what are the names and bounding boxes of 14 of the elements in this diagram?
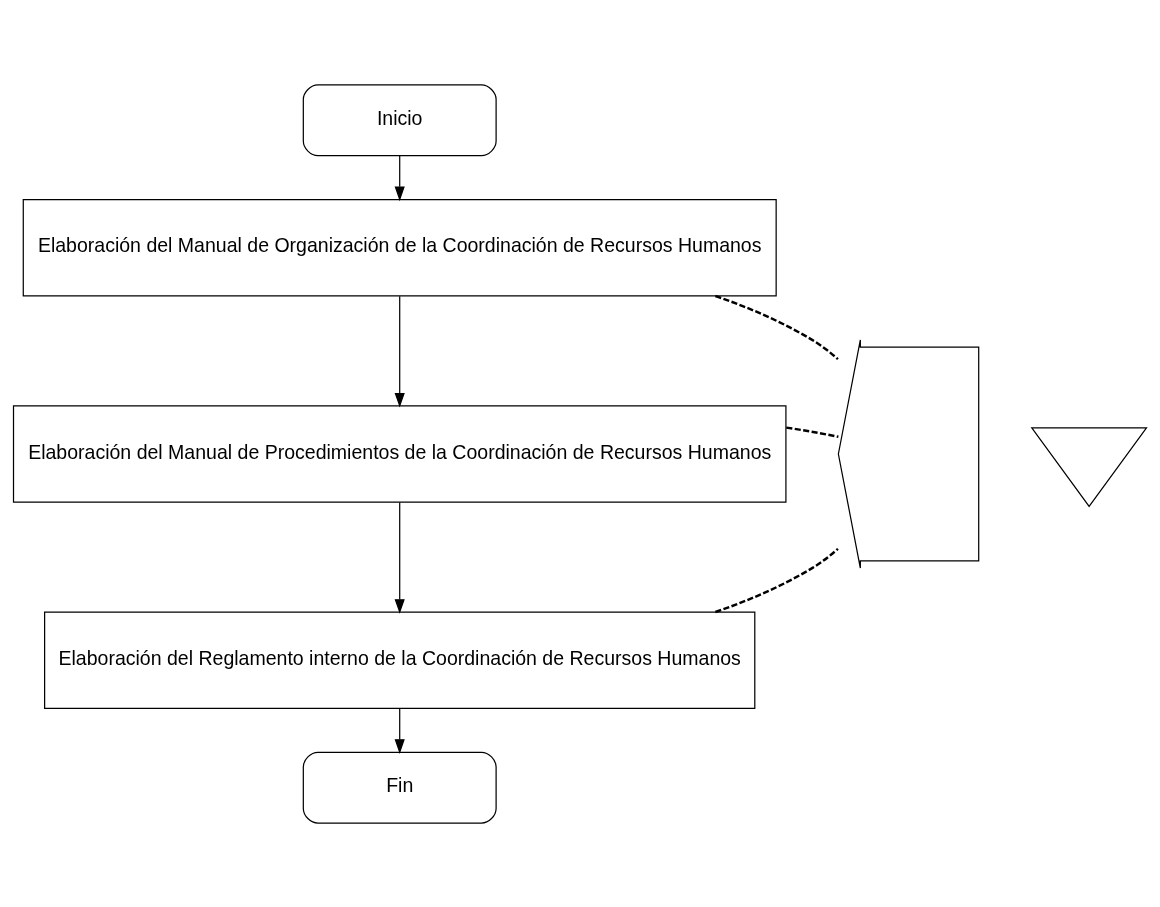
- connector: [714, 547, 839, 613]
- arrow: [394, 707, 405, 754]
- node-box: Elaboración del Manual de Procedimientos de la Coordinación de Recursos Humanos: [12, 404, 787, 503]
- connector: [714, 294, 839, 360]
- node-box: Inicio: [302, 83, 497, 156]
- connector: [786, 425, 839, 438]
- arrow: [394, 154, 405, 201]
- arrow: [394, 501, 405, 614]
- node-box: Fin: [302, 751, 497, 824]
- node-box: Elaboración del Manual de Organización de la Coordinación de Recursos Humanos: [22, 198, 777, 297]
- arrow: [394, 295, 405, 408]
- node-box: Elaboración del Reglamento interno de la Coordinación de Recursos Humanos: [44, 610, 756, 709]
- node-arrow: [837, 338, 980, 569]
- node-triangle: [1030, 426, 1148, 507]
